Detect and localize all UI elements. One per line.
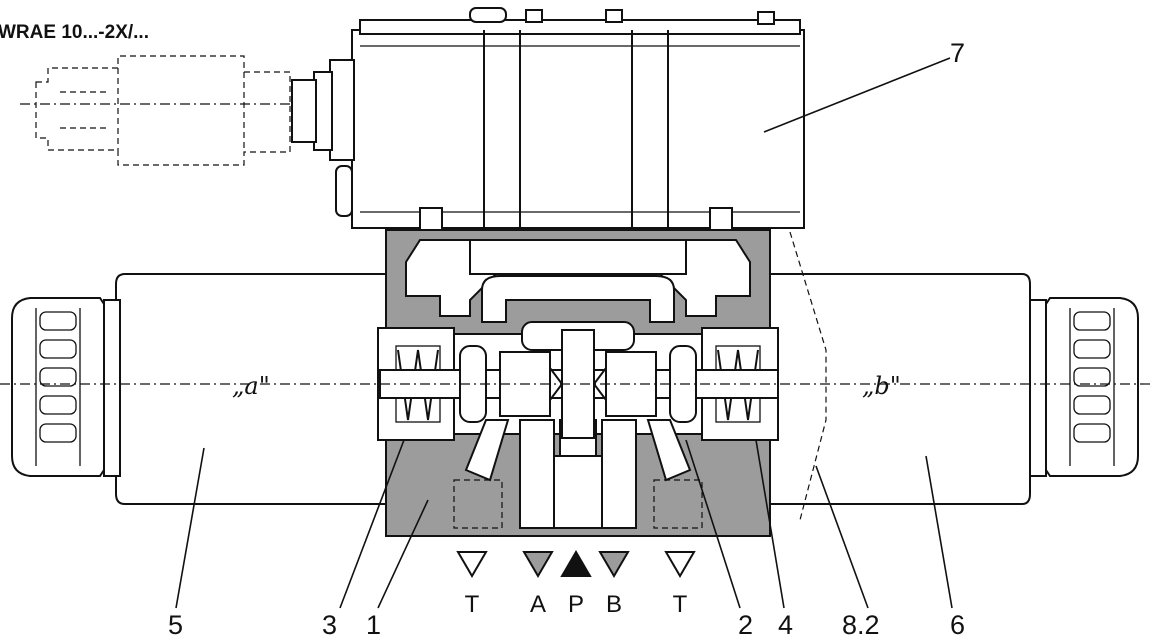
port-label-p: P (568, 591, 584, 618)
port-a-triangle-icon (522, 551, 554, 578)
solenoid-b-label: „b" (862, 372, 901, 400)
port-markers (456, 550, 696, 578)
port-b-triangle-icon (598, 551, 630, 578)
port-t-left-triangle-icon (456, 551, 488, 578)
callout-6: 6 (950, 610, 965, 640)
port-label-a: A (530, 591, 546, 618)
port-label-t-right: T (673, 591, 688, 618)
solenoid-a (11, 273, 391, 505)
callout-5: 5 (168, 610, 183, 640)
port-t-right-triangle-icon (664, 551, 696, 578)
port-label-t-left: T (465, 591, 480, 618)
electronics-housing (291, 7, 805, 231)
callout-2: 2 (738, 610, 753, 640)
solenoid-a-label: „a" (232, 372, 270, 400)
port-p-triangle-icon (560, 550, 592, 577)
port-label-b: B (606, 591, 622, 618)
callout-8-2: 8.2 (842, 610, 880, 640)
callout-1: 1 (366, 610, 381, 640)
callout-7: 7 (950, 38, 965, 68)
callout-3: 3 (322, 610, 337, 640)
leader-lines (175, 57, 953, 609)
callout-4: 4 (778, 610, 793, 640)
model-title: WRAE 10...-2X/... (0, 22, 149, 43)
solenoid-b (769, 231, 1139, 521)
